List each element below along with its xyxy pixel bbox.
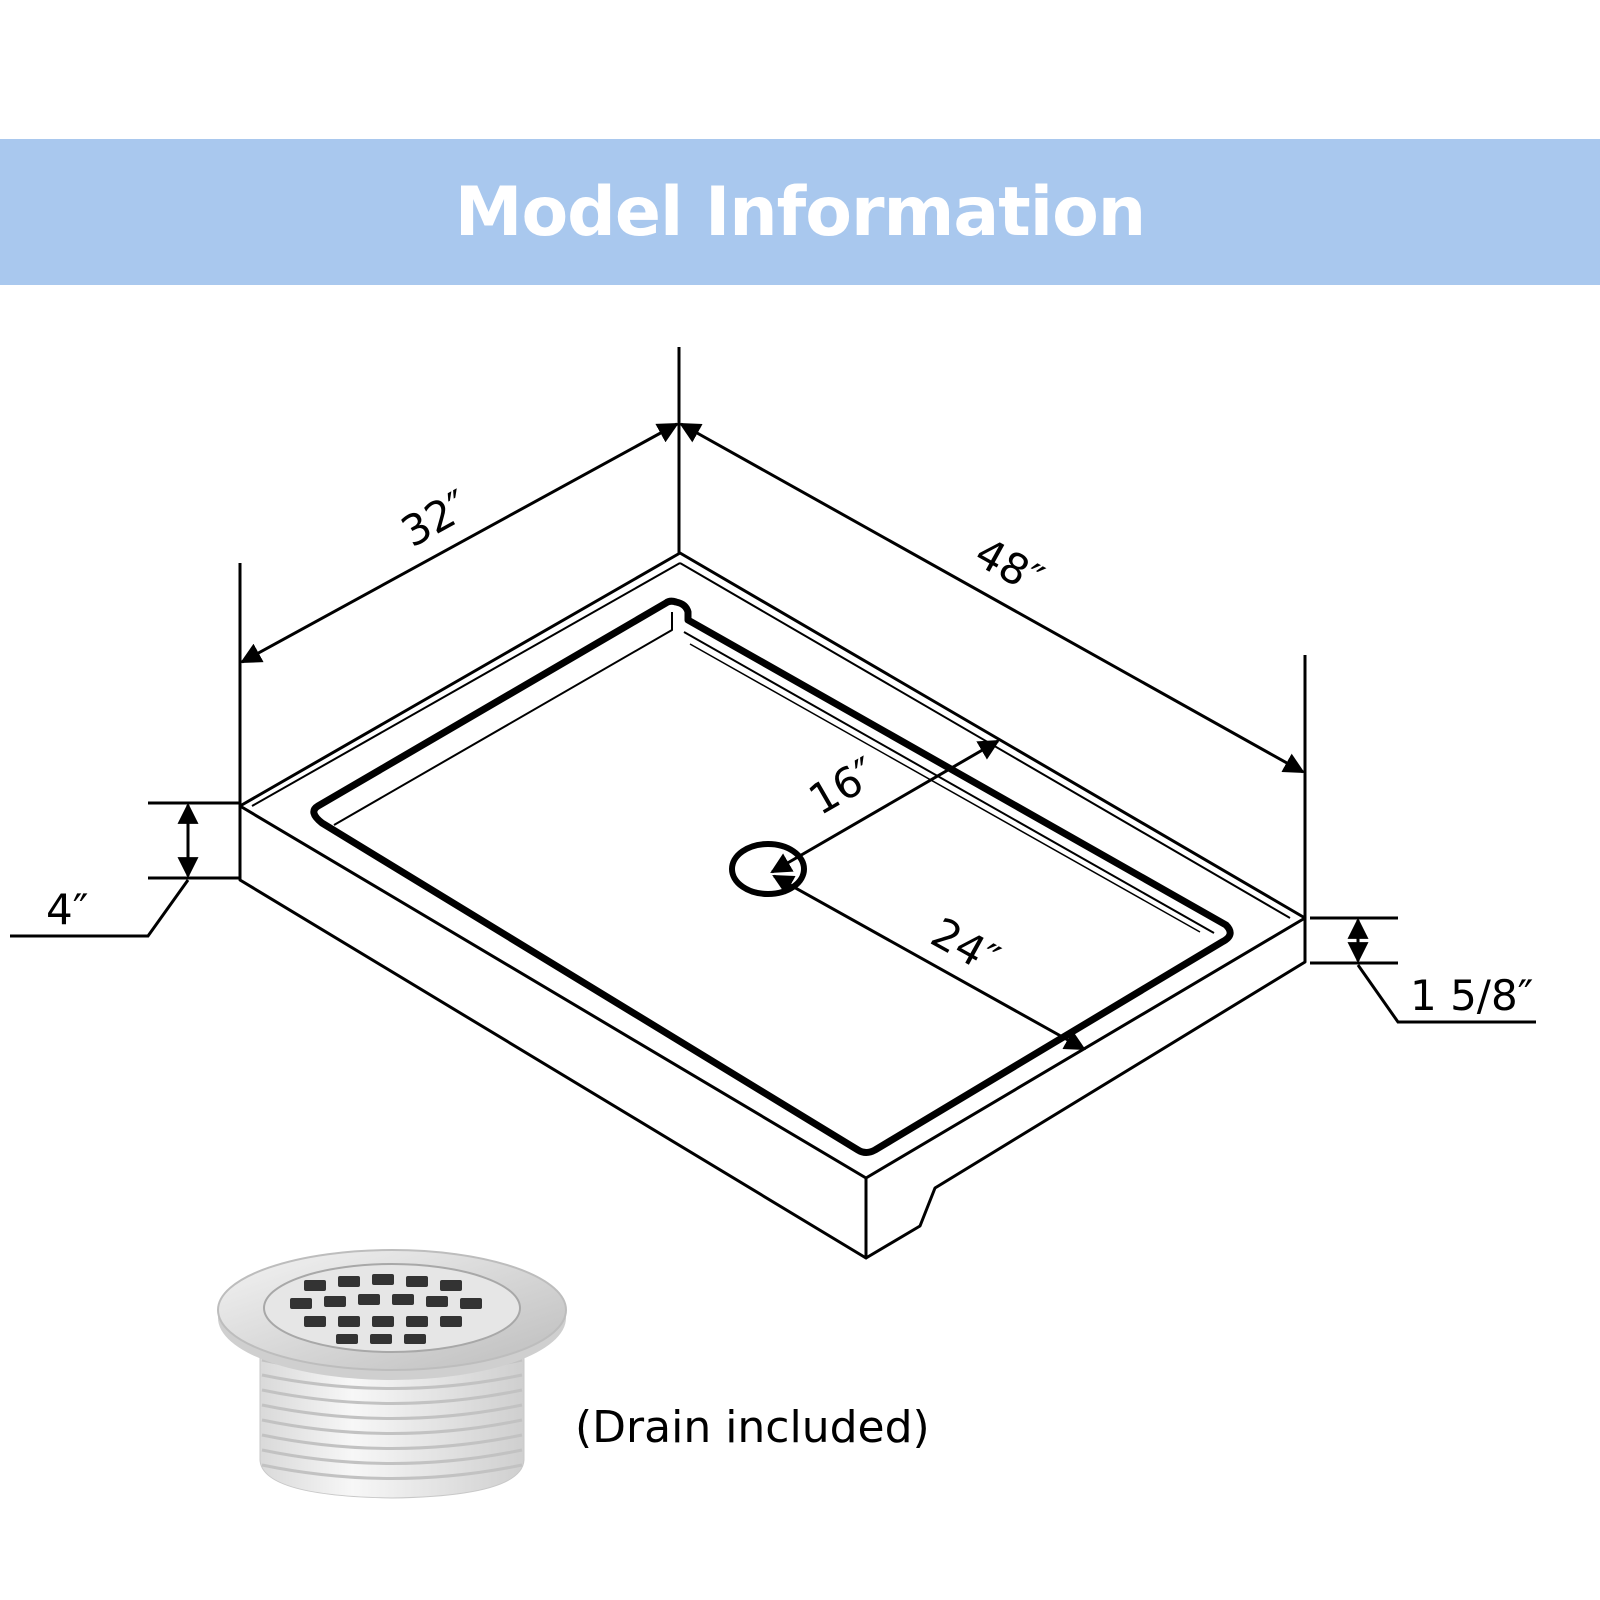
dimension-lines [10,347,1536,1051]
base-right-face [865,918,1307,1260]
base-top-outline [238,551,1307,1180]
height-label: 4″ [46,885,88,934]
page-title: Model Information [454,172,1146,252]
width-dimension-line [679,422,1305,774]
depth-label: 32″ [393,480,477,556]
base-left-face [238,806,868,1260]
threshold-leader-line [1356,964,1536,1024]
rim-inner-edge [679,562,1291,919]
drain-illustration [217,1249,567,1499]
header-banner: Model Information [0,139,1600,285]
drain-width-dimension-line [772,874,1086,1051]
height-leader-line [10,879,190,938]
drain-depth-dimension-line [770,739,1000,874]
rim-inner-edge-left [251,562,681,807]
threshold-label: 1 5/8″ [1410,971,1533,1020]
drain-width-label: 24″ [923,908,1007,984]
basin-slope-right-2 [689,643,1201,933]
depth-dimension-line [240,422,679,664]
drain-grate-icon [290,1274,482,1344]
basin-slope-left [333,612,673,826]
drain-caption: (Drain included) [575,1402,930,1453]
shower-base [238,551,1307,1260]
